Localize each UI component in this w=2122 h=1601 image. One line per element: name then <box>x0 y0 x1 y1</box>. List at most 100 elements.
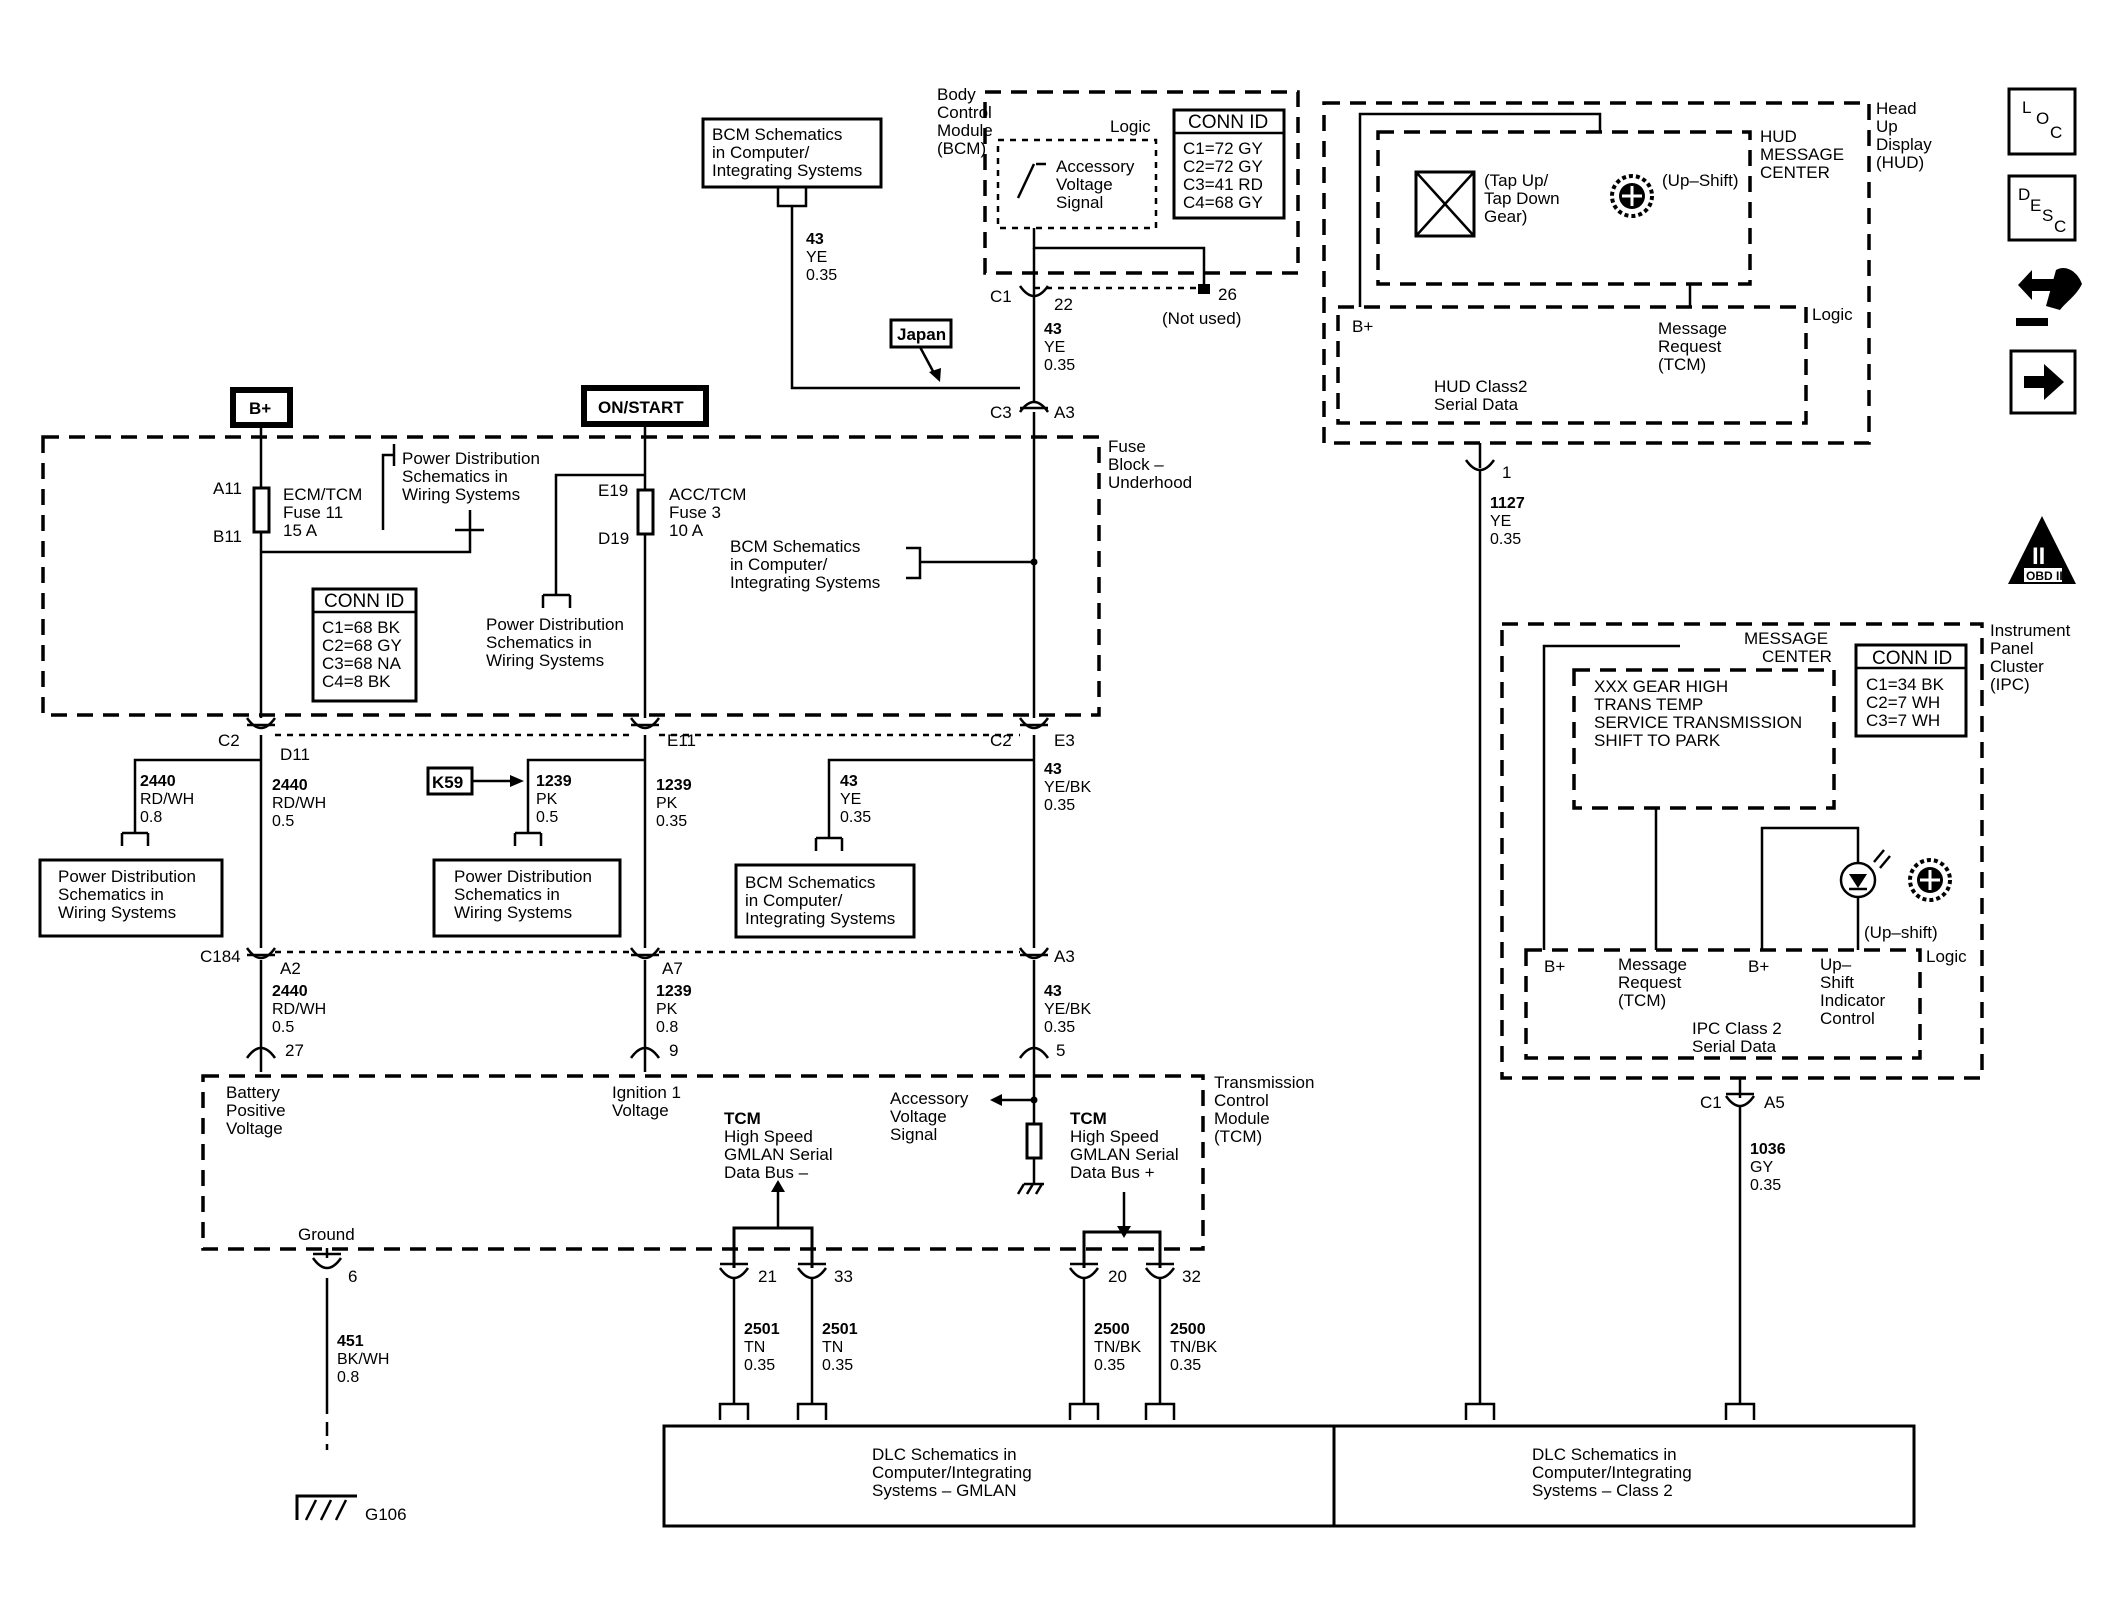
svg-text:MESSAGE: MESSAGE <box>1760 145 1844 164</box>
svg-text:Integrating Systems: Integrating Systems <box>730 573 880 592</box>
svg-text:0.35: 0.35 <box>1094 1357 1125 1374</box>
svg-text:GMLAN Serial: GMLAN Serial <box>724 1145 833 1164</box>
next-arrow-button[interactable] <box>2009 349 2077 415</box>
k59-label: K59 <box>426 766 524 796</box>
wire-2500-tn-bk-b: 2500 TN/BK 0.35 <box>1170 1321 1217 1374</box>
svg-text:Schematics in: Schematics in <box>402 467 508 486</box>
svg-text:BCM Schematics: BCM Schematics <box>745 873 875 892</box>
svg-text:TCM: TCM <box>1070 1109 1107 1128</box>
bcm-reference-fuse-block[interactable]: BCM Schematics in Computer/ Integrating … <box>730 537 880 592</box>
pd-schematics-fuse-block-2[interactable]: Power Distribution Schematics in Wiring … <box>486 615 624 670</box>
wire-2440-rd-wh-08: 2440 RD/WH 0.8 <box>140 773 194 826</box>
svg-text:RD/WH: RD/WH <box>272 1001 326 1018</box>
svg-text:CENTER: CENTER <box>1760 163 1830 182</box>
svg-text:Module: Module <box>1214 1109 1270 1128</box>
svg-text:Computer/Integrating: Computer/Integrating <box>872 1463 1032 1482</box>
svg-text:YE: YE <box>840 791 861 808</box>
pin-a7: A7 <box>662 959 683 978</box>
location-button[interactable]: L O C <box>2007 87 2077 156</box>
svg-text:32: 32 <box>1182 1267 1201 1286</box>
svg-text:Gear): Gear) <box>1484 207 1527 226</box>
svg-text:BCM Schematics: BCM Schematics <box>730 537 860 556</box>
svg-text:Fuse: Fuse <box>1108 437 1146 456</box>
pin-c2-d11: C2 D11 <box>218 731 310 764</box>
bplus-source: B+ <box>230 387 293 428</box>
svg-text:Accessory: Accessory <box>890 1089 969 1108</box>
svg-text:E19: E19 <box>598 481 628 500</box>
pin-c2-e3: C2 E3 <box>990 731 1075 750</box>
svg-text:22: 22 <box>1054 295 1073 314</box>
bcm-reference-top[interactable]: BCM Schematics in Computer/ Integrating … <box>701 117 883 208</box>
dlc-class2-reference[interactable]: DLC Schematics in Computer/Integrating S… <box>1332 1424 1916 1528</box>
svg-text:Wiring Systems: Wiring Systems <box>58 903 176 922</box>
svg-text:C2: C2 <box>990 731 1012 750</box>
svg-text:(Tap Up/: (Tap Up/ <box>1484 171 1549 190</box>
svg-text:C1=72 GY: C1=72 GY <box>1183 139 1263 158</box>
svg-text:21: 21 <box>758 1267 777 1286</box>
svg-text:Transmission: Transmission <box>1214 1073 1314 1092</box>
svg-text:(HUD): (HUD) <box>1876 153 1924 172</box>
svg-text:0.8: 0.8 <box>337 1369 359 1386</box>
svg-text:A3: A3 <box>1054 403 1075 422</box>
svg-text:Underhood: Underhood <box>1108 473 1192 492</box>
svg-text:B+: B+ <box>1748 957 1769 976</box>
svg-text:C1: C1 <box>990 287 1012 306</box>
pd-schematics-fuse-block-1[interactable]: Power Distribution Schematics in Wiring … <box>402 449 540 504</box>
svg-text:TN/BK: TN/BK <box>1094 1339 1141 1356</box>
pd-schematics-left[interactable]: Power Distribution Schematics in Wiring … <box>38 858 224 938</box>
svg-text:K59: K59 <box>432 773 463 792</box>
svg-text:MESSAGE: MESSAGE <box>1744 629 1828 648</box>
svg-text:PK: PK <box>656 795 678 812</box>
svg-text:2440: 2440 <box>272 983 308 1000</box>
svg-text:TRANS TEMP: TRANS TEMP <box>1594 695 1703 714</box>
transmission-control-module: Transmission Control Module (TCM) Batter… <box>201 1073 1314 1251</box>
svg-text:(TCM): (TCM) <box>1658 355 1706 374</box>
tcm-pins-top: 27 9 5 <box>285 1041 1065 1060</box>
svg-text:Instrument: Instrument <box>1990 621 2071 640</box>
svg-text:Message: Message <box>1618 955 1687 974</box>
upshift-indicator-lamp <box>1839 849 1891 899</box>
svg-text:Logic: Logic <box>1926 947 1967 966</box>
pin-26-not-used: 26 (Not used) <box>1162 285 1241 328</box>
svg-text:GY: GY <box>1750 1159 1773 1176</box>
svg-text:Power Distribution: Power Distribution <box>486 615 624 634</box>
svg-text:CONN ID: CONN ID <box>324 591 404 612</box>
svg-text:Block –: Block – <box>1108 455 1164 474</box>
svg-text:Systems – GMLAN: Systems – GMLAN <box>872 1481 1017 1500</box>
svg-text:(IPC): (IPC) <box>1990 675 2030 694</box>
svg-text:C184: C184 <box>200 947 241 966</box>
pd-schematics-mid[interactable]: Power Distribution Schematics in Wiring … <box>432 858 622 938</box>
svg-text:C: C <box>2050 123 2062 142</box>
svg-text:Positive: Positive <box>226 1101 286 1120</box>
bcm-reference-mid[interactable]: BCM Schematics in Computer/ Integrating … <box>734 863 916 939</box>
svg-text:Ground: Ground <box>298 1225 355 1244</box>
svg-text:43: 43 <box>1044 761 1062 778</box>
svg-text:Voltage: Voltage <box>612 1101 669 1120</box>
wire-43-ye-bcm: 43 YE 0.35 <box>1044 321 1075 374</box>
svg-text:G106: G106 <box>365 1505 407 1524</box>
svg-text:Indicator: Indicator <box>1820 991 1886 1010</box>
svg-text:E: E <box>2030 196 2041 215</box>
description-button[interactable]: D E S C <box>2007 174 2077 242</box>
svg-text:0.35: 0.35 <box>822 1357 853 1374</box>
svg-text:0.35: 0.35 <box>1490 531 1521 548</box>
svg-text:Wiring Systems: Wiring Systems <box>486 651 604 670</box>
svg-text:in Computer/: in Computer/ <box>730 555 828 574</box>
dlc-gmlan-reference[interactable]: DLC Schematics in Computer/Integrating S… <box>662 1424 1336 1528</box>
japan-label: Japan <box>889 318 953 382</box>
svg-text:SERVICE TRANSMISSION: SERVICE TRANSMISSION <box>1594 713 1802 732</box>
ipc-upshift-icon <box>1908 858 1952 902</box>
svg-text:ACC/TCM: ACC/TCM <box>669 485 746 504</box>
svg-text:Serial Data: Serial Data <box>1434 395 1519 414</box>
fuse-3: E19 D19 ACC/TCM Fuse 3 10 A <box>598 481 746 548</box>
svg-text:E3: E3 <box>1054 731 1075 750</box>
svg-text:Up: Up <box>1876 117 1898 136</box>
svg-text:Head: Head <box>1876 99 1917 118</box>
connector-swap-icon[interactable] <box>2016 267 2082 326</box>
svg-text:2500: 2500 <box>1094 1321 1130 1338</box>
svg-text:TCM: TCM <box>724 1109 761 1128</box>
svg-text:2501: 2501 <box>822 1321 858 1338</box>
svg-text:Battery: Battery <box>226 1083 280 1102</box>
svg-text:YE: YE <box>806 249 827 266</box>
svg-text:IPC Class 2: IPC Class 2 <box>1692 1019 1782 1038</box>
